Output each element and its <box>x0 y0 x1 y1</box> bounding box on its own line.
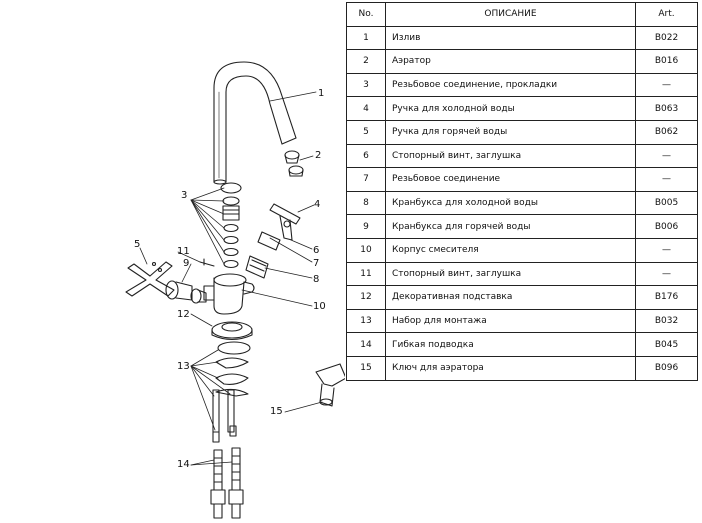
row-no: 15 <box>346 355 386 381</box>
row-description: Ручка для холодной воды <box>385 96 636 121</box>
row-description: Корпус смесителя <box>385 237 636 263</box>
row-art: B063 <box>635 96 698 121</box>
callout-7: 7 <box>313 258 319 269</box>
callout-1: 1 <box>318 88 324 99</box>
callout-10: 10 <box>313 301 326 312</box>
row-no: 7 <box>346 167 386 192</box>
row-art: B176 <box>635 285 698 310</box>
aerator-key <box>315 363 345 407</box>
row-art: B062 <box>635 119 698 145</box>
row-description: Излив <box>385 25 636 51</box>
aerator <box>284 150 304 177</box>
locking-screw <box>199 258 215 267</box>
exploded-view-diagram: 1 2 3 4 5 6 7 8 9 10 11 12 13 14 15 <box>125 61 345 519</box>
hot-handle <box>125 261 175 297</box>
callout-2: 2 <box>315 150 321 161</box>
row-art: — <box>635 237 698 263</box>
mixer-body <box>203 273 255 315</box>
callout-5: 5 <box>134 239 140 250</box>
header-no: No. <box>346 2 386 27</box>
row-art: — <box>635 167 698 192</box>
row-description: Ключ для аэратора <box>385 355 636 381</box>
callout-6: 6 <box>313 245 319 256</box>
row-no: 1 <box>346 25 386 51</box>
cold-cartridge <box>245 231 281 279</box>
callout-numbers: 1 2 3 4 5 6 7 8 9 10 11 12 13 14 15 <box>134 88 326 470</box>
row-no: 14 <box>346 332 386 357</box>
row-art: — <box>635 72 698 98</box>
row-no: 5 <box>346 119 386 145</box>
hot-cartridge <box>165 280 207 304</box>
row-no: 2 <box>346 49 386 74</box>
row-no: 3 <box>346 72 386 98</box>
leader-lines <box>139 91 323 466</box>
decorative-base <box>211 321 253 341</box>
header-art: Art. <box>635 2 698 27</box>
table-header-row: No. ОПИСАНИЕ Art. <box>346 2 698 27</box>
row-description: Стопорный винт, заглушка <box>385 261 636 287</box>
row-no: 6 <box>346 143 386 169</box>
callout-14: 14 <box>177 459 190 470</box>
row-description: Резьбовое соединение <box>385 167 636 192</box>
row-no: 10 <box>346 237 386 263</box>
row-description: Аэратор <box>385 49 636 74</box>
cold-handle <box>269 203 301 241</box>
row-description: Гибкая подводка <box>385 332 636 357</box>
row-art: B022 <box>635 25 698 51</box>
row-art: — <box>635 261 698 287</box>
row-art: B045 <box>635 332 698 357</box>
row-no: 11 <box>346 261 386 287</box>
header-description: ОПИСАНИЕ <box>385 2 636 27</box>
row-description: Кранбукса для холодной воды <box>385 190 636 216</box>
row-no: 9 <box>346 214 386 239</box>
callout-15: 15 <box>270 406 283 417</box>
row-description: Набор для монтажа <box>385 308 636 334</box>
callout-4: 4 <box>314 199 320 210</box>
callout-11: 11 <box>177 246 190 257</box>
spout <box>213 61 297 185</box>
callout-13: 13 <box>177 361 190 372</box>
row-description: Ручка для горячей воды <box>385 119 636 145</box>
row-description: Декоративная подставка <box>385 285 636 310</box>
thread-connection-gaskets <box>220 182 242 269</box>
flexible-hoses <box>210 447 244 519</box>
row-no: 13 <box>346 308 386 334</box>
mounting-kit <box>212 341 251 443</box>
row-art: — <box>635 143 698 169</box>
row-description: Стопорный винт, заглушка <box>385 143 636 169</box>
row-no: 8 <box>346 190 386 216</box>
row-art: B032 <box>635 308 698 334</box>
row-art: B016 <box>635 49 698 74</box>
row-description: Резьбовое соединение, прокладки <box>385 72 636 98</box>
row-art: B096 <box>635 355 698 381</box>
row-description: Кранбукса для горячей воды <box>385 214 636 239</box>
row-art: B006 <box>635 214 698 239</box>
callout-9: 9 <box>183 258 189 269</box>
row-no: 12 <box>346 285 386 310</box>
row-no: 4 <box>346 96 386 121</box>
callout-8: 8 <box>313 274 319 285</box>
callout-12: 12 <box>177 309 190 320</box>
row-art: B005 <box>635 190 698 216</box>
callout-3: 3 <box>181 190 187 201</box>
